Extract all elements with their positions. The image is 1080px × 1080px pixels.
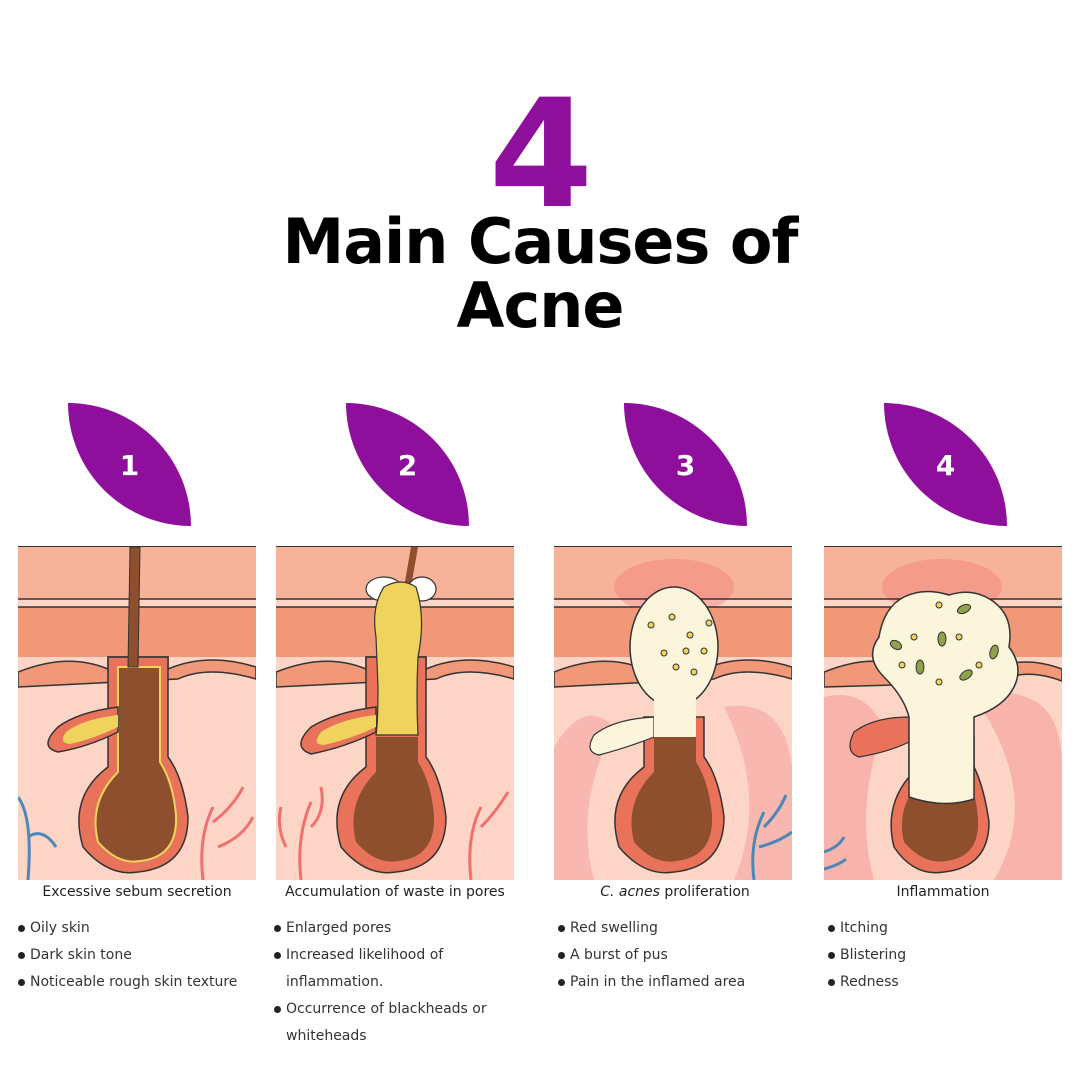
- caption-italic: C. acnes: [600, 884, 660, 900]
- clogged-pore-illustration: [276, 547, 514, 880]
- step-number-2: 2: [397, 449, 418, 482]
- list-item: Redness: [828, 969, 1068, 996]
- list-item: Pain in the inflamed area: [558, 969, 826, 996]
- hair-follicle-illustration: [18, 547, 256, 880]
- page-title-line-1: Main Causes of: [282, 205, 799, 278]
- page-title: Main Causes of Acne: [0, 210, 1080, 338]
- bacteria-icon: [889, 603, 999, 681]
- list-item: A burst of pus: [558, 942, 826, 969]
- cause-caption-1: Excessive sebum secretion: [42, 884, 232, 900]
- step-number-3: 3: [675, 449, 696, 482]
- cause-caption-4: Inflammation: [896, 884, 990, 900]
- list-item: Occurrence of blackheads or whiteheads: [274, 996, 542, 1050]
- caption-text: proliferation: [659, 884, 750, 900]
- bacteria-pore-illustration: [554, 547, 792, 880]
- cause-bullets-3: Red swelling A burst of pus Pain in the …: [558, 915, 826, 996]
- list-item: Noticeable rough skin texture: [18, 969, 286, 996]
- list-item: Increased likelihood of inflammation.: [274, 942, 542, 996]
- cause-bullets-1: Oily skin Dark skin tone Noticeable roug…: [18, 915, 286, 996]
- illustration-excessive-sebum: [18, 546, 256, 880]
- illustration-waste-accumulation: [276, 546, 514, 880]
- step-number-4: 4: [935, 449, 956, 482]
- list-item: Dark skin tone: [18, 942, 286, 969]
- list-item: Red swelling: [558, 915, 826, 942]
- list-item: Itching: [828, 915, 1068, 942]
- step-number-1: 1: [119, 449, 140, 482]
- list-item: Enlarged pores: [274, 915, 542, 942]
- list-item: Blistering: [828, 942, 1068, 969]
- cause-bullets-2: Enlarged pores Increased likelihood of i…: [274, 915, 542, 1050]
- illustration-inflammation: [824, 546, 1062, 880]
- page-title-line-2: Acne: [456, 269, 625, 342]
- illustration-c-acnes-proliferation: [554, 546, 792, 880]
- cause-caption-3: C. acnes proliferation: [550, 882, 800, 902]
- inflamed-pore-illustration: [824, 547, 1062, 880]
- list-item: Oily skin: [18, 915, 286, 942]
- cause-caption-2: Accumulation of waste in pores: [285, 884, 505, 900]
- title-number: 4: [488, 68, 593, 242]
- cause-bullets-4: Itching Blistering Redness: [828, 915, 1068, 996]
